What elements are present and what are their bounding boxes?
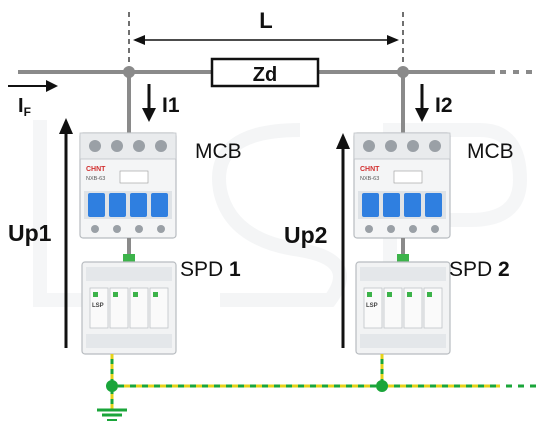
- fault-current-arrow: IF: [8, 80, 58, 119]
- mcb-1-model: NXB-63: [86, 176, 105, 182]
- voltage-1-label: Up1: [8, 220, 52, 246]
- distance-label: L: [259, 8, 272, 33]
- spd-1-connector: [123, 254, 135, 262]
- spd-2-label: SPD: [449, 258, 498, 281]
- impedance-box: Zd: [210, 57, 320, 88]
- earth-conductor: [106, 354, 539, 410]
- mcb-1: CHNT NXB-63: [79, 132, 177, 239]
- mcb-1-brand: CHNT: [86, 166, 106, 173]
- impedance-label: Zd: [253, 64, 277, 86]
- spd-2: LSP: [355, 261, 451, 355]
- mcb-2: CHNT NXB-63: [353, 132, 451, 239]
- fault-current-label: I: [18, 95, 24, 117]
- spd-1-brand: LSP: [92, 303, 104, 309]
- mcb-1-label: MCB: [195, 140, 242, 163]
- voltage-arrow-1: Up1: [8, 118, 73, 348]
- current-2-label: I2: [435, 94, 453, 117]
- fault-current-subscript: F: [24, 105, 31, 119]
- distance-dimension: L: [128, 8, 404, 62]
- current-1-label: I1: [162, 94, 180, 117]
- voltage-2-label: Up2: [284, 222, 327, 248]
- spd-2-brand: LSP: [366, 303, 378, 309]
- svg-text:SPD 2: SPD 2: [449, 258, 510, 281]
- voltage-arrow-2: Up2: [284, 133, 350, 348]
- svg-text:IF: IF: [18, 95, 31, 119]
- spd-2-connector: [397, 254, 409, 262]
- svg-text:SPD 1: SPD 1: [180, 258, 241, 281]
- spd-1-label: SPD: [180, 258, 229, 281]
- current-arrow-1: I1: [142, 84, 180, 122]
- ground-icon: [97, 408, 127, 421]
- spd-1-number: 1: [229, 258, 241, 281]
- mcb-2-brand: CHNT: [360, 166, 380, 173]
- spd-2-number: 2: [498, 258, 510, 281]
- spd-1: LSP: [81, 261, 177, 355]
- current-arrow-2: I2: [415, 84, 453, 122]
- mcb-2-label: MCB: [467, 140, 514, 163]
- mcb-2-model: NXB-63: [360, 176, 379, 182]
